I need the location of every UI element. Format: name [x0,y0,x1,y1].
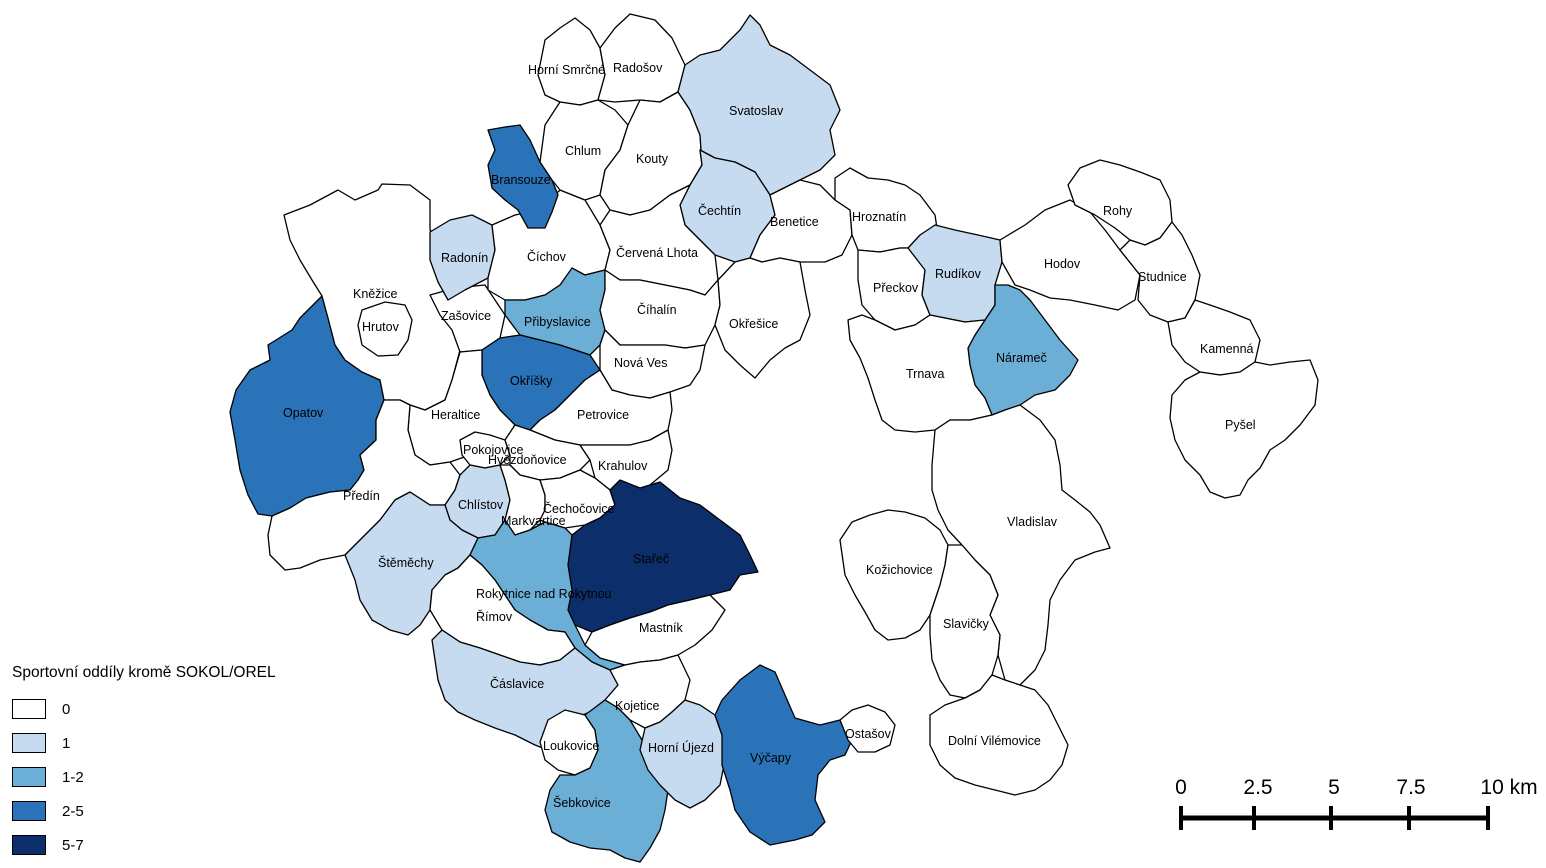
municipality-hodov[interactable] [999,199,1141,311]
legend-swatch-4 [12,835,46,855]
municipality-dolni-vilemovice[interactable] [929,674,1069,796]
label-okresice: Okřešice [729,317,778,331]
municipality-trnava[interactable] [847,314,993,433]
municipality-predin[interactable] [267,399,461,571]
label-naramec: Nárameč [996,351,1047,365]
label-radosov: Radošov [613,61,663,75]
scale-bar: 0 2.5 5 7.5 10 km [1175,776,1538,830]
label-nova-ves: Nová Ves [614,356,668,370]
label-preckov: Přeckov [873,281,919,295]
label-radonin: Radonín [441,251,488,265]
legend-label-3: 2-5 [62,802,84,820]
municipality-labels: Horní Smrčné Radošov Svatoslav Chlum Kou… [283,61,1256,810]
label-rudikov: Rudíkov [935,267,982,281]
label-hroznatin: Hroznatín [852,210,906,224]
municipality-pysel[interactable] [1169,359,1319,499]
municipality-mastnik[interactable] [584,594,726,666]
label-cihalin: Číhalín [637,302,677,317]
municipality-radosov[interactable] [597,13,686,103]
legend-row-0: 0 [12,692,372,726]
label-trnava: Trnava [906,367,944,381]
legend-label-2: 1-2 [62,768,84,786]
label-vladislav: Vladislav [1007,515,1058,529]
label-bransouze: Bransouze [491,173,551,187]
municipality-slavicky[interactable] [929,544,1001,699]
label-heraltice: Heraltice [431,408,480,422]
label-svatoslav: Svatoslav [729,104,784,118]
label-hrutov: Hrutov [362,320,400,334]
municipality-polygons [229,13,1319,863]
legend-swatch-1 [12,733,46,753]
label-cechtin: Čechtín [698,203,741,218]
legend-label-0: 0 [62,700,71,718]
municipality-horni-smrcne[interactable] [537,17,606,106]
municipality-ostasov[interactable] [839,704,896,753]
label-krahulov: Krahulov [598,459,648,473]
label-starec: Stařeč [633,552,669,566]
label-pribyslavice: Přibyslavice [524,315,591,329]
scale-label-3: 7.5 [1396,776,1425,799]
municipality-okresice[interactable] [714,257,811,379]
label-benetice: Benetice [770,215,819,229]
label-markvartice: Markvartice [501,514,566,528]
scale-label-2: 5 [1328,776,1340,799]
label-ostasov: Ostašov [845,727,892,741]
label-zasovice: Zašovice [441,309,491,323]
label-horni-smrcne: Horní Smrčné [528,63,605,77]
scale-label-0: 0 [1175,776,1187,799]
municipality-hrutov[interactable] [357,301,413,357]
label-stemechy: Štěměchy [378,555,434,570]
label-kamenna: Kamenná [1200,342,1254,356]
legend-swatch-0 [12,699,46,719]
label-kouty: Kouty [636,152,669,166]
legend-row-3: 2-5 [12,794,372,828]
legend-swatch-2 [12,767,46,787]
label-kojetice: Kojetice [615,699,660,713]
label-rokytnice: Rokytnice nad Rokytnou [476,587,612,601]
label-vycapy: Výčapy [750,751,792,765]
legend-swatch-3 [12,801,46,821]
label-opatov: Opatov [283,406,324,420]
label-cechocovice: Čechočovice [543,501,615,516]
legend-label-4: 5-7 [62,836,84,854]
label-caslavice: Čáslavice [490,676,544,691]
label-rohy: Rohy [1103,204,1133,218]
municipality-bransouze[interactable] [487,124,559,229]
label-horni-ujezd: Horní Újezd [648,740,714,755]
legend-title: Sportovní oddíly kromě SOKOL/OREL [12,664,276,681]
label-knezice: Kněžice [353,287,398,301]
label-cichov: Číchov [527,249,567,264]
municipality-kamenna[interactable] [1167,299,1261,376]
label-studnice: Studnice [1138,270,1187,284]
label-pokojovice: Pokojovice [463,443,523,457]
label-rimov: Římov [476,609,513,624]
label-hodov: Hodov [1044,257,1081,271]
label-chlistov: Chlístov [458,498,504,512]
label-hvezdonovice: Hvězdoňovice [488,453,567,467]
legend-row-4: 5-7 [12,828,372,862]
label-cervena-lhota: Červená Lhota [616,245,698,260]
label-dolni-vilemovice: Dolní Vilémovice [948,734,1041,748]
label-predin: Předín [343,489,380,503]
legend-row-1: 1 [12,726,372,760]
scale-label-4: 10 km [1480,776,1537,799]
label-petrovice: Petrovice [577,408,629,422]
label-loukovice: Loukovice [543,739,599,753]
label-sebkovice: Šebkovice [553,795,611,810]
label-slavicky: Slavičky [943,617,990,631]
legend-label-1: 1 [62,734,71,752]
municipality-horni-ujezd[interactable] [639,699,726,809]
municipality-vycapy[interactable] [714,664,853,846]
municipality-pokojovice[interactable] [459,431,511,469]
scale-label-1: 2.5 [1243,776,1272,799]
label-pysel: Pyšel [1225,418,1256,432]
label-okrisky: Okříšky [510,374,553,388]
label-chlum: Chlum [565,144,601,158]
legend-row-2: 1-2 [12,760,372,794]
label-mastnik: Mastník [639,621,684,635]
map-legend: Sportovní oddíly kromě SOKOL/OREL 0 1 1-… [12,664,372,862]
label-kozichovice: Kožichovice [866,563,933,577]
